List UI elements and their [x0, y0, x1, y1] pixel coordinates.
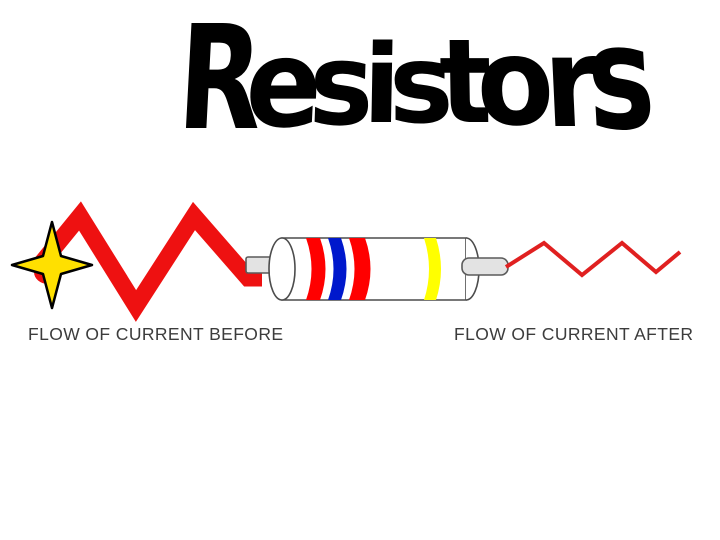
title-letter-s1: s — [307, 20, 372, 152]
resistor-lead-right — [461, 257, 509, 276]
resistor-component — [268, 237, 480, 301]
band-4 — [424, 238, 441, 300]
band-1 — [306, 238, 326, 300]
title-letter-r: r — [541, 11, 603, 156]
page-title: R e s i s t o r s — [0, 0, 720, 160]
title-letter-t: t — [438, 14, 491, 150]
title-letter-o: o — [474, 11, 552, 153]
caption-flow-of-current-before: FLOW OF CURRENT BEFORE — [28, 324, 284, 344]
band-2 — [328, 238, 347, 300]
title-letter-S: s — [583, 0, 655, 160]
spark-star — [10, 220, 94, 310]
title-letter-e: e — [243, 13, 322, 155]
resistor-endcap-left — [268, 237, 296, 301]
title-letter-R: R — [174, 0, 264, 160]
resistor-current-flow-diagram — [0, 180, 720, 360]
current-before-waveform — [33, 201, 262, 322]
title-letter-s2: s — [389, 21, 450, 148]
title-wordart-letters: R e s i s t o r s — [174, 0, 655, 160]
band-3 — [349, 238, 371, 300]
title-letter-i: i — [362, 23, 399, 149]
caption-flow-of-current-after: FLOW OF CURRENT AFTER — [454, 324, 694, 344]
resistor-band-group — [306, 238, 441, 300]
current-after-waveform — [504, 240, 682, 278]
